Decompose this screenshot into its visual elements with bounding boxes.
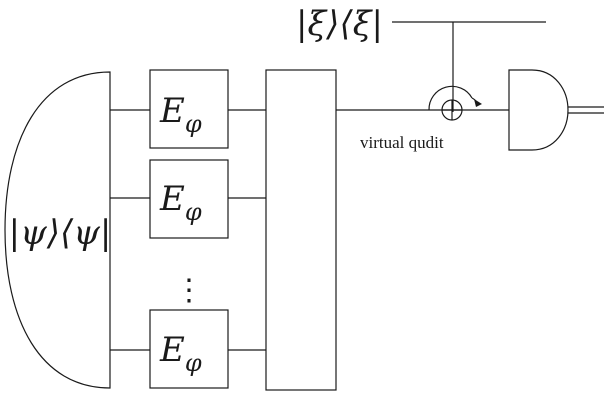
channel-box-3: Eφ: [149, 309, 229, 389]
channel-label-base: E: [159, 330, 185, 370]
channel-box-1: Eφ: [149, 69, 229, 149]
channel-label-subscript: φ: [185, 198, 202, 226]
measurement-detector: [508, 69, 569, 151]
rotation-arrowhead-icon: [474, 99, 482, 107]
virtual-qudit-label: virtual qudit: [360, 133, 444, 152]
channel-label-subscript: φ: [185, 349, 202, 377]
joint-operation-block: [265, 69, 337, 391]
channel-box-2: Eφ: [149, 159, 229, 239]
svg-text:Eφ: Eφ: [159, 330, 202, 377]
channel-label-subscript: φ: [185, 110, 202, 138]
rotation-arrow-icon: [428, 85, 473, 111]
svg-text:Eφ: Eφ: [159, 91, 202, 138]
ancilla-state-label: |ξ⟩⟨ξ|: [296, 4, 383, 44]
input-state-label: |ψ⟩⟨ψ|: [9, 213, 112, 253]
input-state-block: [4, 71, 111, 389]
channel-label-base: E: [159, 91, 185, 131]
channel-ellipsis: ⋮: [174, 273, 204, 308]
channel-label-base: E: [159, 179, 185, 219]
svg-text:Eφ: Eφ: [159, 179, 202, 226]
